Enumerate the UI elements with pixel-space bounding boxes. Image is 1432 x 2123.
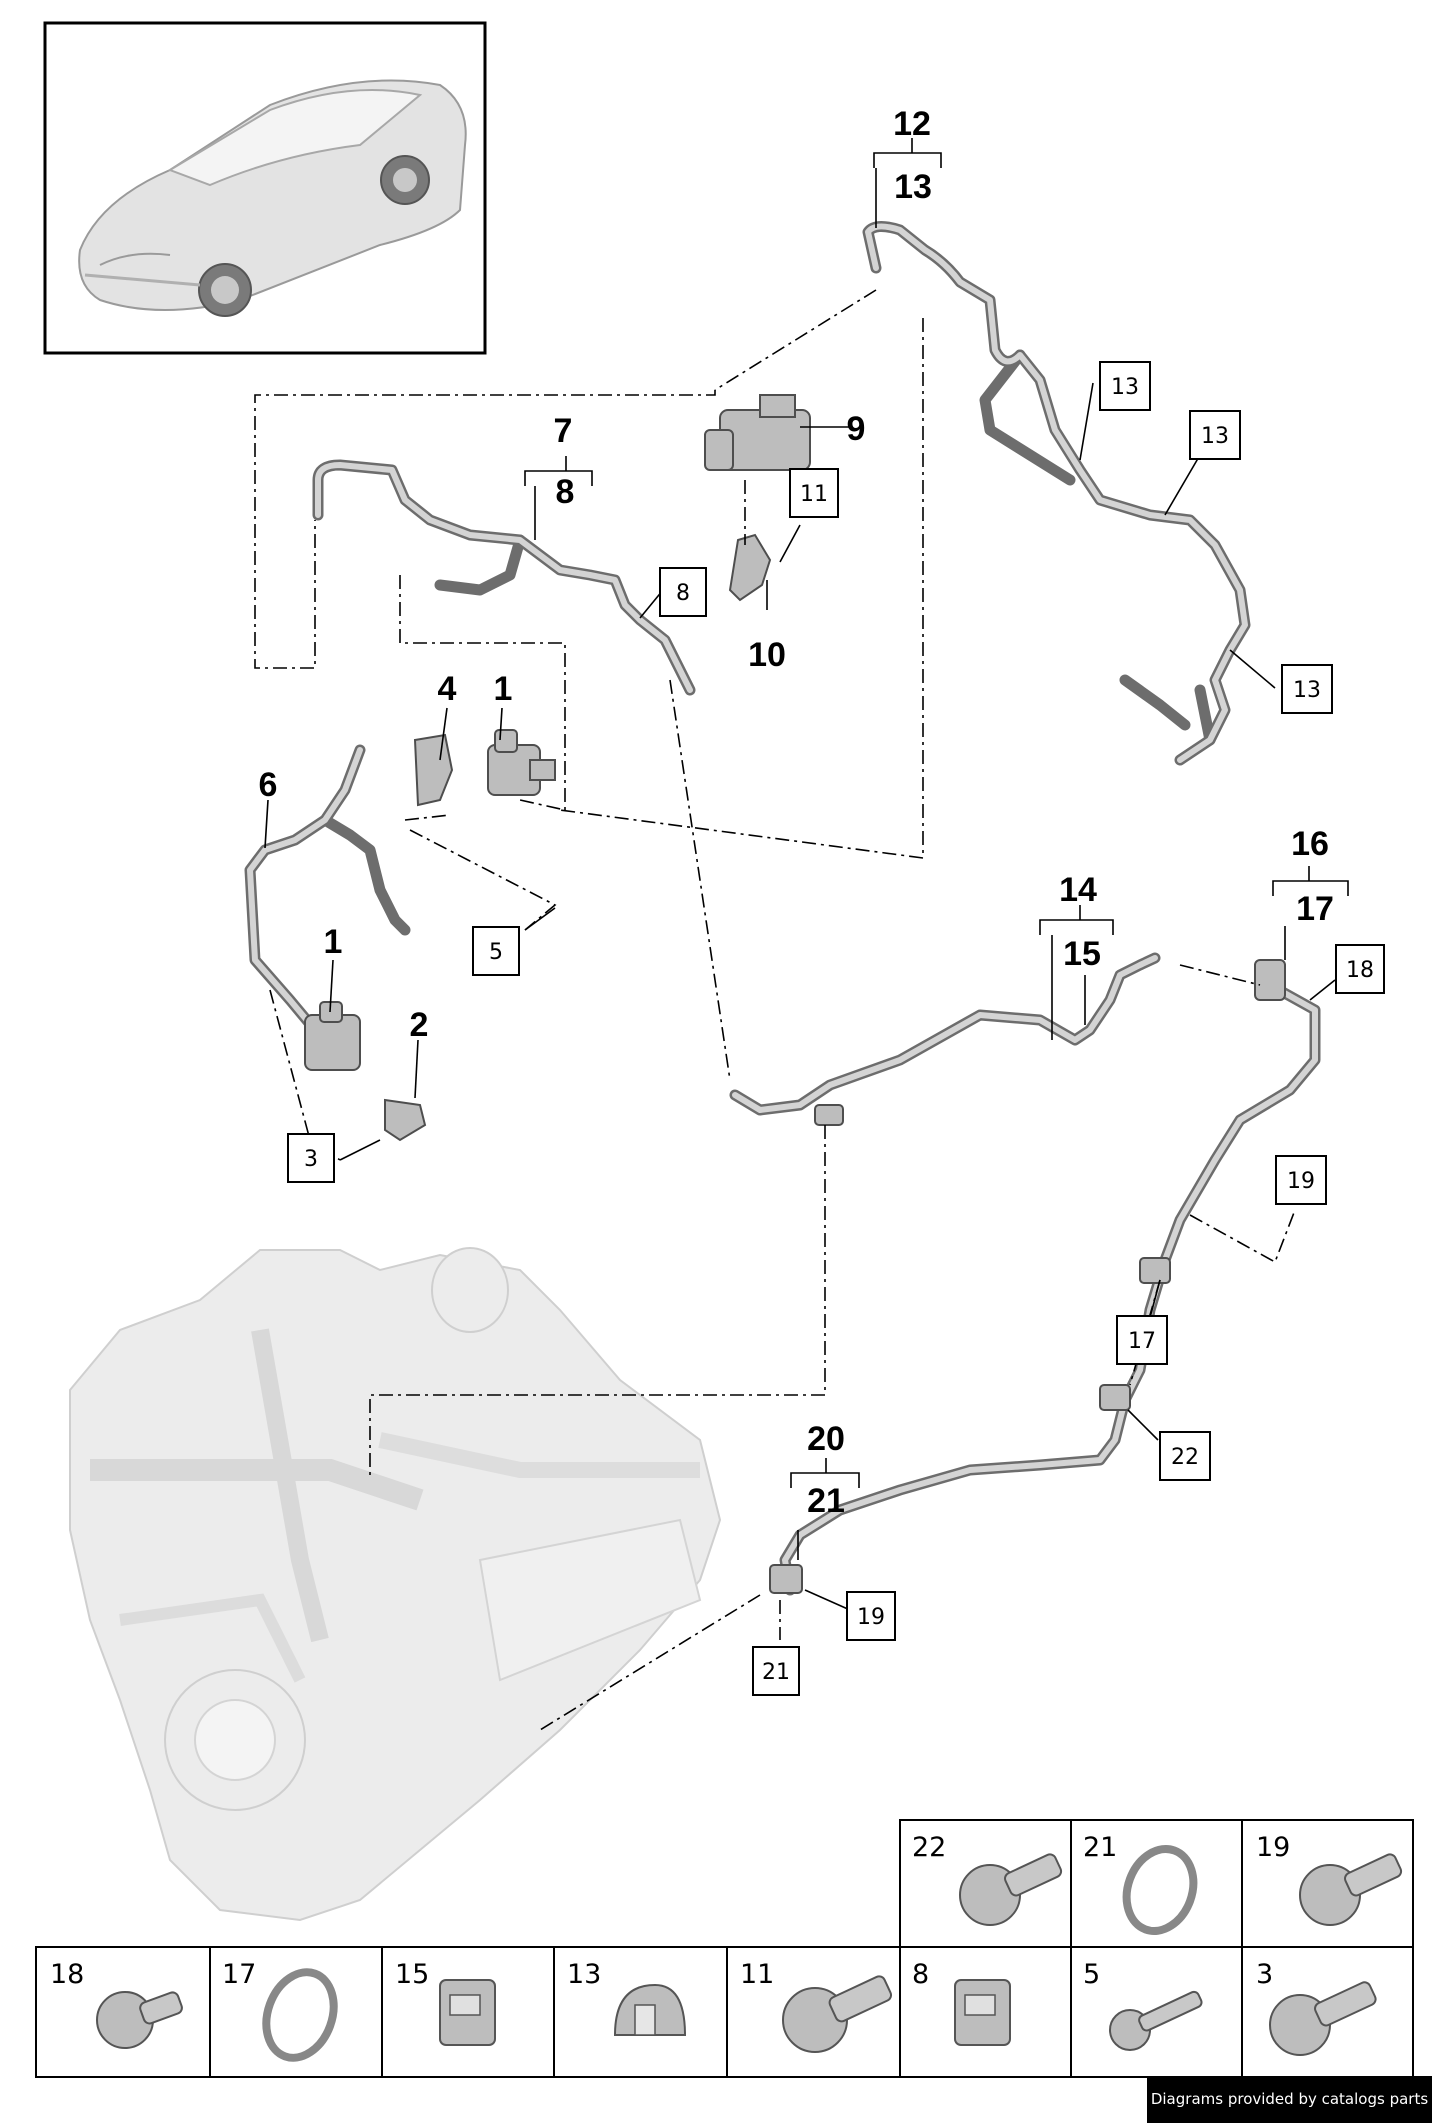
clip-icon: [439, 1979, 496, 2046]
boxed-callout-5: 5: [472, 926, 520, 976]
clip-22: [1099, 1384, 1131, 1411]
table-cell-17: 17: [222, 1959, 256, 1990]
bracket-4: [413, 733, 454, 807]
callout-21: 21: [807, 1482, 845, 1520]
boxed-callout-13-c: 13: [1281, 664, 1333, 714]
svg-text:18: 18: [1346, 958, 1374, 983]
svg-text:19: 19: [1287, 1169, 1315, 1194]
table-cell-21: 21: [1083, 1832, 1117, 1863]
upper-right-pipe-highlight: [865, 223, 1248, 763]
callouts: 12 13 7 8 9 10 4 1 6 1 2 14 15 16 17 20 …: [259, 105, 1334, 1520]
svg-text:11: 11: [800, 482, 828, 507]
callout-13: 13: [894, 168, 932, 206]
bolt-icon: [959, 1853, 1063, 1926]
clip-center: [814, 1104, 844, 1126]
boxed-callout-19-lower: 19: [846, 1591, 896, 1641]
valve-9: [704, 394, 811, 471]
leader-lines: [254, 289, 1296, 1731]
callout-15: 15: [1063, 935, 1101, 973]
bracket-2: [384, 1098, 427, 1142]
clip-icon: [613, 1983, 687, 2036]
callout-14: 14: [1059, 871, 1097, 909]
callout-6: 6: [259, 766, 278, 804]
boxed-callout-22: 22: [1159, 1431, 1211, 1481]
clip-18: [1254, 959, 1286, 1001]
callout-12: 12: [893, 105, 931, 143]
center-pipe: [312, 459, 696, 696]
boxed-callout-13-a: 13: [1099, 361, 1151, 411]
bolt-icon: [1299, 1853, 1403, 1926]
boxed-callouts: 13 13 13 11 8 5 3 18 19 17 22 19 21: [287, 361, 1385, 1696]
svg-text:5: 5: [489, 940, 503, 965]
callout-1-lower: 1: [324, 923, 343, 961]
parts-table: 22 21 19 18 17 15 13 11 8 5 3: [35, 1819, 1414, 2078]
callout-20: 20: [807, 1420, 845, 1458]
boxed-callout-17: 17: [1116, 1315, 1168, 1365]
callout-10: 10: [748, 636, 786, 674]
svg-text:13: 13: [1111, 375, 1139, 400]
callout-9: 9: [847, 410, 866, 448]
callout-8: 8: [556, 473, 575, 511]
callout-16: 16: [1291, 825, 1329, 863]
svg-text:17: 17: [1128, 1329, 1156, 1354]
vehicle-thumbnail: [43, 21, 487, 355]
clip-17: [1139, 1257, 1171, 1284]
svg-text:3: 3: [304, 1147, 318, 1172]
bolt-icon: [1109, 1990, 1203, 2051]
clip-19-lower: [769, 1564, 803, 1594]
svg-text:13: 13: [1293, 678, 1321, 703]
bracket-10: [728, 533, 772, 602]
callout-4: 4: [438, 670, 457, 708]
table-cell-22: 22: [912, 1832, 946, 1863]
bolt-icon: [1269, 1981, 1377, 2056]
left-pipe: [244, 744, 411, 1036]
callout-1-upper: 1: [494, 670, 513, 708]
boxed-callout-11: 11: [789, 468, 839, 518]
table-cell-19: 19: [1256, 1832, 1290, 1863]
table-cell-11: 11: [740, 1959, 774, 1990]
lower-pipe: [729, 952, 1321, 1596]
boxed-callout-3: 3: [287, 1133, 335, 1183]
boxed-callout-18: 18: [1335, 944, 1385, 994]
table-cell-18: 18: [50, 1959, 84, 1990]
boxed-callout-13-b: 13: [1189, 410, 1241, 460]
bolt-icon: [96, 1991, 183, 2049]
valve-1-upper: [487, 729, 556, 796]
engine-illustration: [69, 1247, 722, 1922]
upper-right-pipe: [862, 221, 1251, 766]
callout-7: 7: [554, 412, 573, 450]
callout-17: 17: [1296, 890, 1334, 928]
bolt-icon: [782, 1975, 893, 2053]
boxed-callout-21: 21: [752, 1646, 800, 1696]
svg-text:22: 22: [1171, 1445, 1199, 1470]
footer-credit: Diagrams provided by catalogs parts: [1147, 2076, 1432, 2123]
table-cell-13: 13: [567, 1959, 601, 1990]
solid-leaders: [264, 138, 1349, 1611]
seal-ring-icon: [1122, 1845, 1198, 1935]
svg-text:8: 8: [676, 581, 690, 606]
callout-2: 2: [410, 1006, 429, 1044]
table-cell-15: 15: [395, 1959, 429, 1990]
seal-ring-icon: [262, 1968, 338, 2062]
table-cell-3: 3: [1256, 1959, 1273, 1990]
svg-text:21: 21: [762, 1660, 790, 1685]
svg-text:19: 19: [857, 1605, 885, 1630]
boxed-callout-19-upper: 19: [1275, 1155, 1327, 1205]
table-cell-8: 8: [912, 1959, 929, 1990]
table-cell-5: 5: [1083, 1959, 1100, 1990]
clip-icon: [954, 1979, 1011, 2046]
valve-1-lower: [304, 1001, 361, 1071]
svg-text:13: 13: [1201, 424, 1229, 449]
boxed-callout-8: 8: [659, 567, 707, 617]
